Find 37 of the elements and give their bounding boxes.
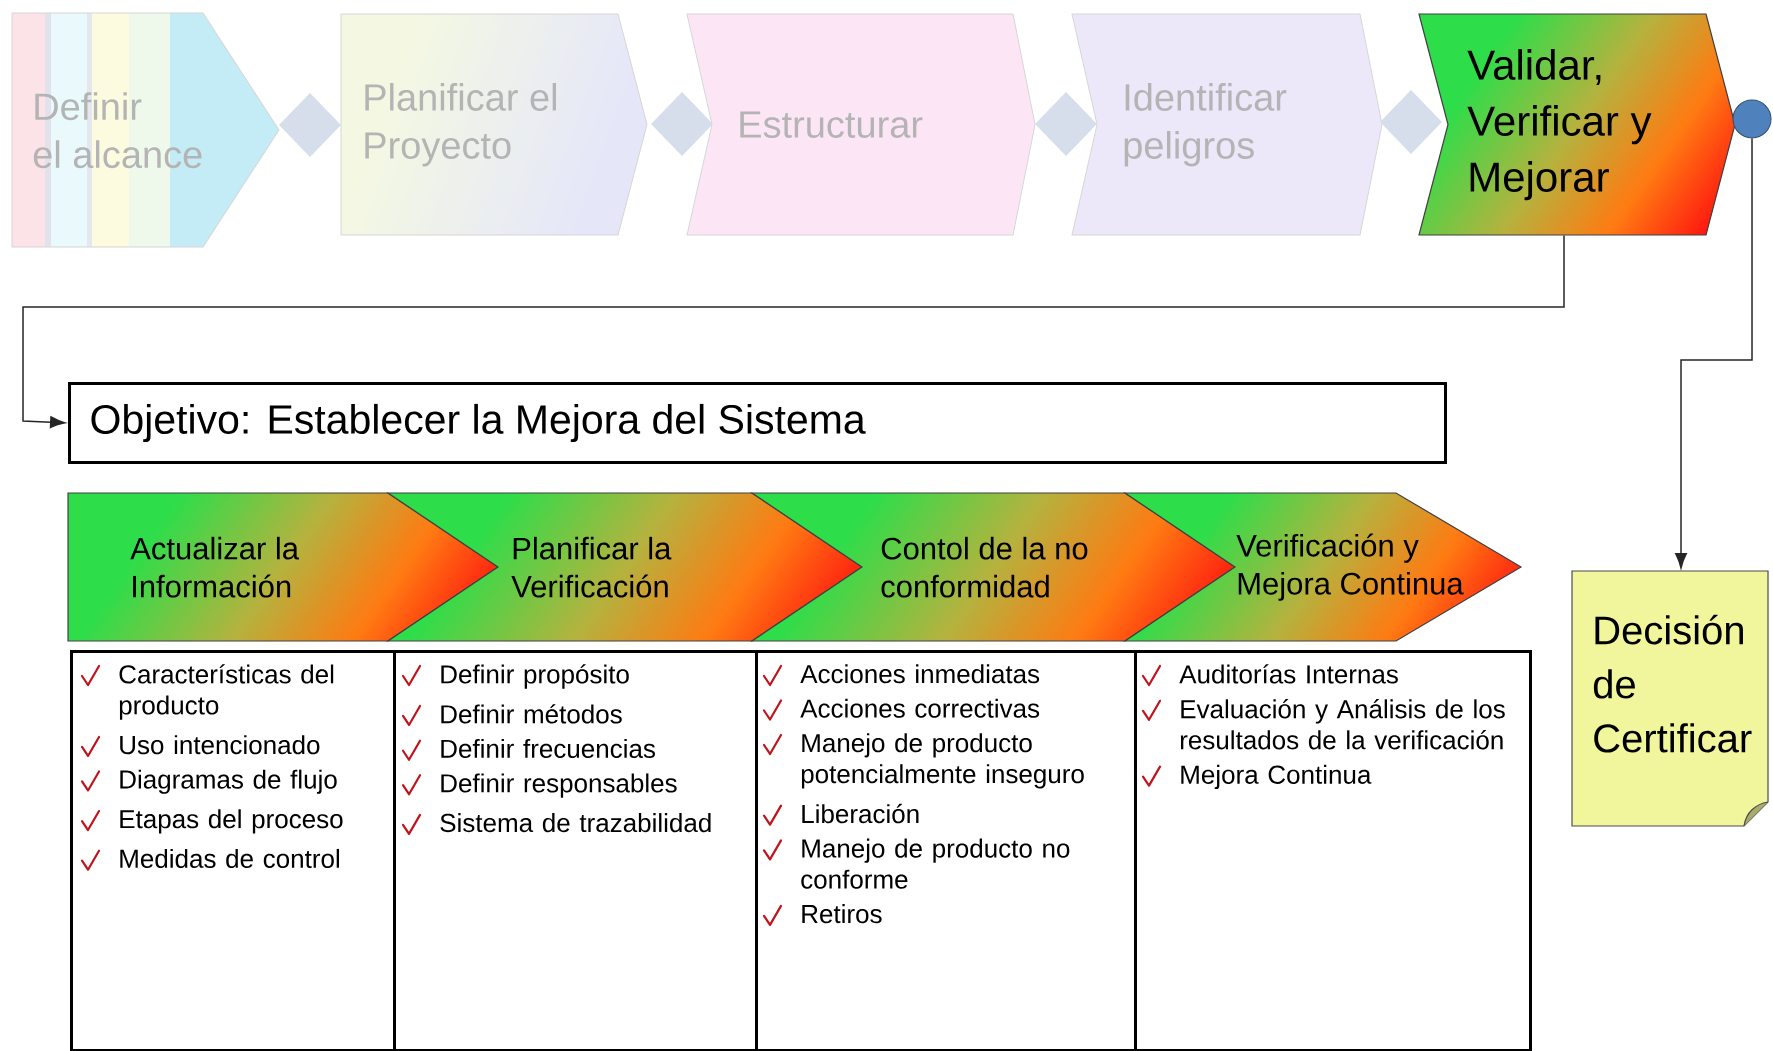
note-box: Decisión de Certificar bbox=[1571, 570, 1769, 827]
objective-box: Objetivo: Establecer la Mejora del Sistema bbox=[68, 382, 1447, 464]
list-item: Acciones inmediatas bbox=[800, 664, 1040, 684]
list-item: Evaluación y Análisis de los resultados de la verificación bbox=[1180, 699, 1505, 750]
list-item: Manejo de producto potencialmente inseguro bbox=[801, 733, 1084, 789]
connector-arrow bbox=[22, 234, 1565, 429]
process-step: Identificar peligros bbox=[1071, 13, 1383, 236]
process-step: Planificar el Proyecto bbox=[340, 13, 648, 236]
phase-banner: Contol de la no conformidad bbox=[750, 492, 1237, 642]
list-item: Definir responsables bbox=[441, 773, 677, 798]
connector-diamond bbox=[1380, 90, 1442, 154]
list-item: Auditorías Internas bbox=[1179, 664, 1398, 684]
phase-banner: Verificación y Mejora Continua bbox=[1123, 492, 1523, 642]
list-item: Etapas del proceso bbox=[120, 809, 343, 834]
list-item: Acciones correctivas bbox=[800, 698, 1040, 718]
process-step: Definir el alcance bbox=[11, 12, 280, 248]
phase-banner: Planificar la Verificación bbox=[386, 492, 864, 642]
phase-banner: Actualizar la Información bbox=[67, 492, 500, 642]
connector-diamond bbox=[279, 93, 341, 157]
list-item: Uso intencionado bbox=[120, 735, 320, 755]
list-item: Definir propósito bbox=[441, 664, 629, 689]
list-item: Retiros bbox=[802, 904, 882, 924]
list-item: Manejo de producto no conforme bbox=[801, 838, 1070, 889]
process-step: Estructurar bbox=[686, 13, 1036, 236]
connector-diamond bbox=[651, 92, 713, 156]
list-item: Medidas de control bbox=[120, 848, 339, 868]
list-item: Definir frecuencias bbox=[441, 738, 655, 759]
list-item: Liberación bbox=[802, 803, 919, 824]
event-circle bbox=[1732, 99, 1772, 139]
connector-arrow bbox=[1675, 137, 1753, 569]
list-item: Sistema de trazabilidad bbox=[440, 813, 711, 833]
process-step: Validar, Verificar y Mejorar bbox=[1418, 13, 1736, 236]
list-item: Diagramas de flujo bbox=[120, 769, 337, 794]
list-item: Definir métodos bbox=[441, 704, 622, 724]
connector-diamond bbox=[1035, 92, 1097, 156]
list-item: Mejora Continua bbox=[1181, 764, 1372, 790]
list-item: Características del producto bbox=[119, 664, 334, 720]
